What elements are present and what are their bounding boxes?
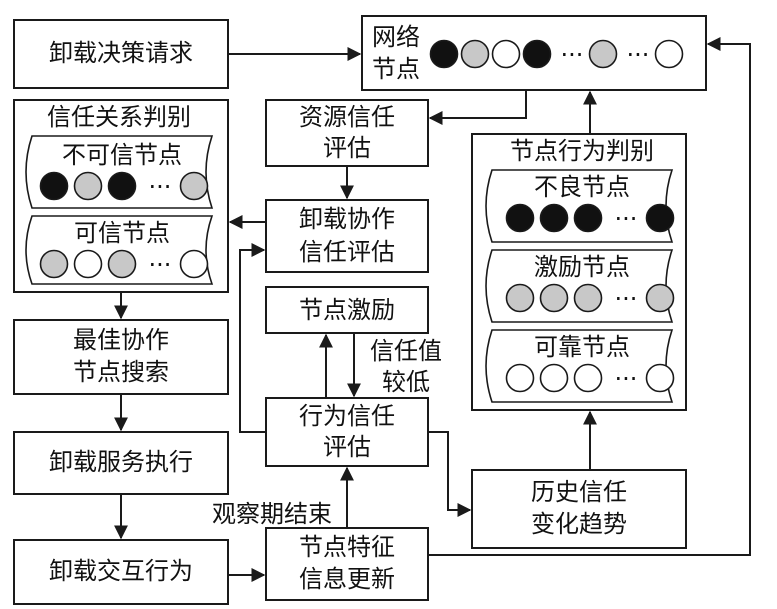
filled-node-marker	[107, 171, 137, 201]
filled-node-marker	[573, 203, 603, 233]
gray-node-marker	[107, 249, 137, 279]
network-node-dots: ··· ···	[429, 39, 684, 69]
edge-behavior-to-collab	[239, 243, 266, 433]
ellipsis-mark: ···	[149, 173, 172, 201]
ellipsis-mark: ···	[615, 285, 638, 313]
incentive-label: 激励节点	[534, 253, 630, 281]
behavior-trust-box: 行为信任 评估	[265, 397, 429, 467]
untrusted-group-shape	[25, 135, 214, 209]
filled-node-marker	[522, 39, 552, 69]
offload-request-label: 卸载决策请求	[49, 39, 193, 67]
service-exec-label: 卸载服务执行	[49, 448, 193, 476]
gray-node-marker	[539, 283, 569, 313]
trusted-group-shape	[25, 215, 214, 285]
trust-low-line2: 较低	[382, 368, 430, 396]
edge-behavior-to-history	[428, 431, 472, 517]
gray-node-marker	[505, 283, 535, 313]
filled-node-marker	[429, 39, 459, 69]
reliable-node-dots: ···	[505, 363, 675, 393]
node-incentive-label: 节点激励	[299, 296, 395, 324]
network-nodes-label-line1: 网络	[372, 23, 420, 51]
empty-node-marker	[539, 363, 569, 393]
interaction-label: 卸载交互行为	[49, 557, 193, 585]
gray-node-marker	[73, 171, 103, 201]
collab-trust-box: 卸载协作 信任评估	[265, 199, 429, 273]
ellipsis-mark: ···	[627, 41, 650, 69]
trusted-node-dots: ···	[39, 249, 209, 279]
untrusted-node-dots: ···	[39, 171, 209, 201]
collab-trust-line1: 卸载协作	[299, 205, 395, 233]
trust-judgement-box: 信任关系判别 不可信节点 ··· 可信节点 ···	[13, 99, 229, 293]
interaction-box: 卸载交互行为	[13, 539, 229, 605]
filled-node-marker	[539, 203, 569, 233]
empty-node-marker	[179, 249, 209, 279]
reliable-label: 可靠节点	[534, 333, 630, 361]
network-nodes-box: 网络 节点 ··· ···	[361, 15, 707, 91]
empty-node-marker	[491, 39, 521, 69]
history-trend-line2: 变化趋势	[531, 510, 627, 538]
ellipsis-mark: ···	[149, 251, 172, 279]
history-trend-box: 历史信任 变化趋势	[471, 469, 687, 549]
best-search-line1: 最佳协作	[73, 326, 169, 354]
behavior-judgement-box: 节点行为判别 不良节点 ··· 激励节点 ··· 可靠节点 ···	[471, 133, 687, 411]
empty-node-marker	[73, 249, 103, 279]
ellipsis-mark: ···	[615, 205, 638, 233]
network-nodes-label-line2: 节点	[372, 55, 420, 83]
empty-node-marker	[573, 363, 603, 393]
resource-trust-line1: 资源信任	[299, 103, 395, 131]
gray-node-marker	[460, 39, 490, 69]
resource-trust-line2: 评估	[323, 134, 371, 162]
incentive-node-dots: ···	[505, 283, 675, 313]
collab-trust-line2: 信任评估	[299, 238, 395, 266]
gray-node-marker	[645, 283, 675, 313]
best-search-line2: 节点搜索	[73, 358, 169, 386]
feature-update-line1: 节点特征	[299, 533, 395, 561]
empty-node-marker	[654, 39, 684, 69]
feature-update-box: 节点特征 信息更新	[265, 527, 429, 601]
gray-node-marker	[179, 171, 209, 201]
gray-node-marker	[39, 249, 69, 279]
trust-low-line1: 信任值	[370, 337, 442, 365]
service-exec-box: 卸载服务执行	[13, 431, 229, 495]
ellipsis-mark: ···	[561, 41, 584, 69]
gray-node-marker	[588, 39, 618, 69]
ellipsis-mark: ···	[615, 365, 638, 393]
filled-node-marker	[645, 203, 675, 233]
resource-trust-box: 资源信任 评估	[265, 99, 429, 167]
trust-judgement-title: 信任关系判别	[47, 103, 191, 131]
behavior-trust-line1: 行为信任	[299, 402, 395, 430]
gray-node-marker	[573, 283, 603, 313]
empty-node-marker	[645, 363, 675, 393]
trusted-label: 可信节点	[74, 219, 170, 247]
edge-network-to-resource	[428, 90, 527, 125]
empty-node-marker	[505, 363, 535, 393]
history-trend-line1: 历史信任	[531, 478, 627, 506]
behavior-trust-line2: 评估	[323, 433, 371, 461]
best-search-box: 最佳协作 节点搜索	[13, 319, 229, 395]
bad-node-dots: ···	[505, 203, 675, 233]
filled-node-marker	[505, 203, 535, 233]
behavior-judgement-title: 节点行为判别	[510, 137, 654, 165]
feature-update-line2: 信息更新	[299, 565, 395, 593]
node-incentive-box: 节点激励	[265, 286, 429, 334]
offload-request-box: 卸载决策请求	[13, 19, 229, 89]
edge-update-to-network	[428, 37, 751, 556]
bad-label: 不良节点	[534, 173, 630, 201]
observation-end-label: 观察期结束	[212, 500, 332, 528]
filled-node-marker	[39, 171, 69, 201]
untrusted-label: 不可信节点	[62, 141, 182, 169]
